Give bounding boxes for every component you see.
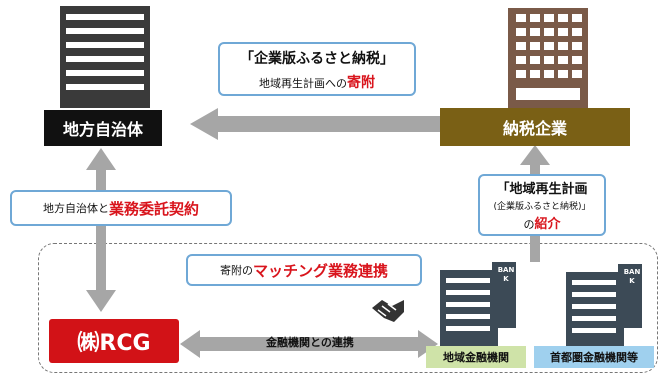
regional-bank-box: 地域金融機関 [426,346,526,368]
matching-callout: 寄附のマッチング業務連携 [186,254,422,286]
introduction-emphasis: 紹介 [534,217,561,232]
bank-link-label: 金融機関との連携 [266,336,354,349]
donation-subtitle: 地域再生計画への [259,77,347,90]
regional-bank-label: 地域金融機関 [443,351,509,364]
donation-callout: 「企業版ふるさと納税」 地域再生計画への寄附 [218,42,416,96]
metro-bank-sign: BANK [623,268,641,285]
arrow-donation [190,108,440,140]
handshake-icon [372,300,404,322]
taxpayer-company-label: 納税企業 [502,119,567,138]
company-building-icon [508,8,588,108]
metro-bank-building-icon [566,264,642,346]
introduction-subtitle: (企業版ふるさと納税)」 [493,202,591,212]
introduction-prefix: の [523,218,535,231]
matching-prefix: 寄附の [219,264,253,277]
contract-prefix: 地方自治体と [42,202,109,215]
introduction-callout: 「地域再生計画 (企業版ふるさと納税)」 の紹介 [478,174,606,236]
donation-title: 「企業版ふるさと納税」 [240,51,394,67]
government-building-icon [60,6,150,108]
local-government-label: 地方自治体 [62,120,143,139]
rcg-box: ㈱RCG [49,319,179,363]
donation-emphasis: 寄附 [347,75,375,91]
taxpayer-company-box: 納税企業 [440,108,630,146]
contract-emphasis: 業務委託契約 [108,199,199,218]
rcg-label: ㈱RCG [77,331,151,356]
regional-bank-building-icon [440,262,516,346]
introduction-title: 「地域再生計画 [496,182,588,197]
matching-emphasis: マッチング業務連携 [252,261,388,280]
contract-callout: 地方自治体と業務委託契約 [10,190,232,226]
regional-bank-sign: BANK [497,266,515,283]
arrow-contract [86,148,116,312]
metro-bank-box: 首都圏金融機関等 [534,346,654,368]
arrow-bank-link [180,330,438,358]
metro-bank-label: 首都圏金融機関等 [550,351,638,364]
local-government-box: 地方自治体 [44,110,162,146]
